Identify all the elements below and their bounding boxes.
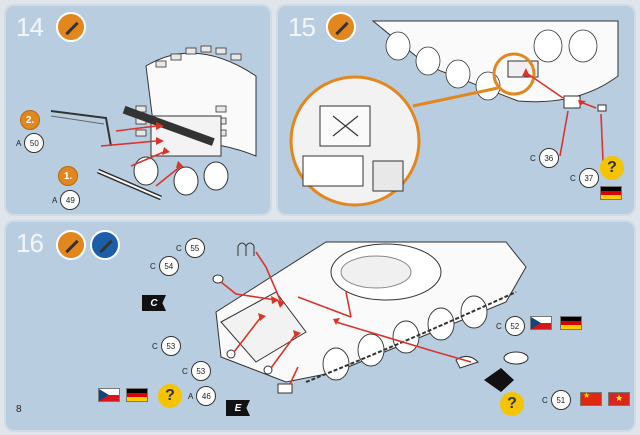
- page-number: 8: [16, 404, 22, 415]
- sprue-letter: C: [542, 395, 548, 405]
- part-number: 55: [184, 238, 205, 258]
- part-label: C 53: [182, 361, 211, 381]
- part-label: C 36: [530, 148, 559, 168]
- sprue-letter: A: [52, 195, 58, 205]
- part-label: C 53: [152, 336, 181, 356]
- sprue-letter: C: [176, 243, 182, 253]
- part-number: 50: [24, 133, 45, 153]
- part-label: C 51: [542, 390, 571, 410]
- step-14-panel: 14: [4, 4, 272, 216]
- part-label: A 49: [52, 190, 81, 210]
- step-number: 16: [16, 228, 44, 258]
- sprue-letter: C: [182, 366, 188, 376]
- paint-brush-icon: [90, 230, 120, 260]
- part-label: C 37: [570, 168, 599, 188]
- glue-icon: [326, 12, 356, 42]
- part-number: 54: [158, 256, 179, 276]
- flag-cn-icon: [580, 391, 602, 406]
- glue-icon: [56, 230, 86, 260]
- sprue-letter: C: [570, 173, 576, 183]
- step-16-illustration: [212, 241, 529, 394]
- tag-c-icon: C: [142, 295, 166, 311]
- question-mark-icon: ?: [158, 384, 182, 408]
- sprue-letter: A: [188, 391, 194, 401]
- step-15-illustration: [289, 20, 619, 207]
- part-number: 36: [538, 148, 559, 168]
- part-label: C 54: [150, 256, 179, 276]
- flag-ddr-icon: [600, 186, 622, 200]
- sprue-letter: A: [16, 138, 22, 148]
- glue-icon: [56, 12, 86, 42]
- sprue-letter: C: [496, 321, 502, 331]
- flag-ddr-icon: [560, 316, 582, 330]
- flag-cz-icon: [98, 388, 120, 402]
- question-mark-icon: ?: [500, 392, 524, 416]
- order-marker-1: 1.: [58, 166, 78, 186]
- part-number: 51: [550, 390, 571, 410]
- step-14-illustration: [50, 45, 257, 201]
- part-number: 37: [578, 168, 599, 188]
- step-15-panel: 15: [276, 4, 636, 216]
- step-16-panel: 16: [4, 220, 636, 432]
- part-number: 53: [190, 361, 211, 381]
- question-mark-icon: ?: [600, 156, 624, 180]
- sprue-letter: C: [150, 261, 156, 271]
- part-label: C 55: [176, 238, 205, 258]
- part-number: 52: [504, 316, 525, 336]
- step-number: 15: [288, 12, 316, 42]
- flag-ddr-icon: [126, 388, 148, 402]
- order-marker-2: 2.: [20, 110, 40, 130]
- part-number: 49: [60, 190, 81, 210]
- part-label: A 46: [188, 386, 217, 406]
- part-label: A 50: [16, 133, 45, 153]
- tag-e-icon: E: [226, 400, 250, 416]
- part-number: 46: [196, 386, 217, 406]
- part-number: 53: [160, 336, 181, 356]
- sprue-letter: C: [530, 153, 536, 163]
- flag-cz-icon: [530, 316, 552, 330]
- sprue-letter: C: [152, 341, 158, 351]
- step-number: 14: [16, 12, 44, 42]
- flag-vn-icon: [608, 392, 630, 406]
- part-label: C 52: [496, 316, 525, 336]
